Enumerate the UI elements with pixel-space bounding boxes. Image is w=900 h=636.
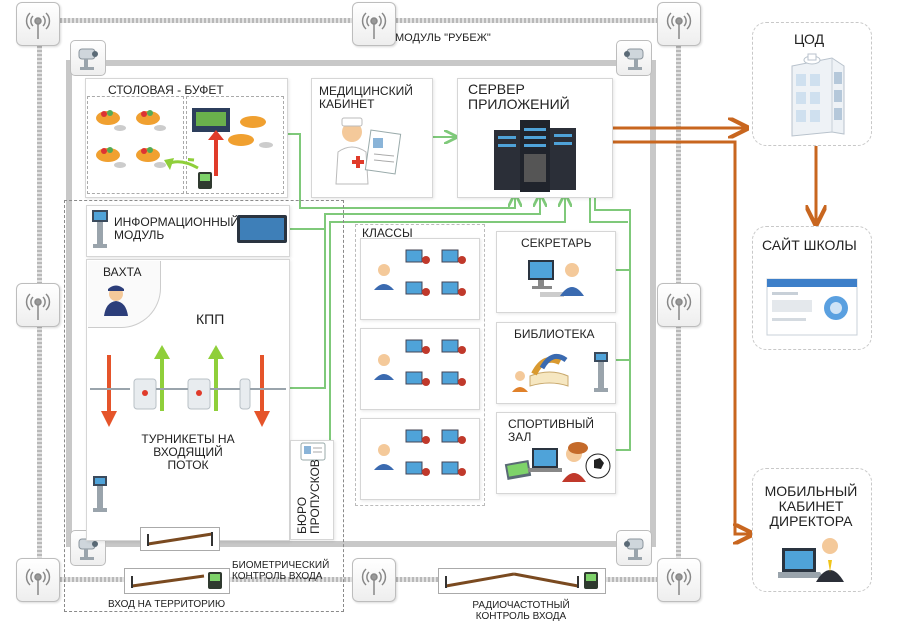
library-title: БИБЛИОТЕКА xyxy=(514,327,595,341)
radio-antenna-icon xyxy=(16,2,60,46)
turnstiles-title: ТУРНИКЕТЫ НА ВХОДЯЩИЙ ПОТОК xyxy=(141,432,235,472)
gym-icon xyxy=(504,442,611,482)
canteen-payment-terminal-icon xyxy=(164,158,212,189)
info-display-icon xyxy=(237,215,287,243)
school-website-icon xyxy=(766,278,858,336)
rfid-reader-icon xyxy=(445,572,598,589)
rfid-title: РАДИОЧАСТОТНЫЙ КОНТРОЛЬ ВХОДА xyxy=(472,600,570,622)
radio-antenna-icon xyxy=(352,2,396,46)
biometric-title: БИОМЕТРИЧЕСКИЙ КОНТРОЛЬ ВХОДА xyxy=(232,560,330,582)
canteen-dining-area xyxy=(87,96,184,194)
radio-antenna-icon xyxy=(16,558,60,602)
watch-title: ВАХТА xyxy=(103,265,142,279)
classes-title: КЛАССЫ xyxy=(362,226,413,240)
gym-title: СПОРТИВНЫЙ ЗАЛ xyxy=(508,417,594,444)
turnstile-icon xyxy=(90,345,286,427)
buffet-counter-icon xyxy=(188,108,273,176)
info-module-title: ИНФОРМАЦИОННЫЙ МОДУЛЬ xyxy=(114,215,240,242)
radio-antenna-icon xyxy=(657,558,701,602)
entrance-title: ВХОД НА ТЕРРИТОРИЮ xyxy=(108,599,226,610)
info-kiosk-icon xyxy=(92,210,108,248)
checkpoint-perimeter xyxy=(64,200,344,612)
director-title: МОБИЛЬНЫЙ КАБИНЕТ ДИРЕКТОРА xyxy=(764,483,858,529)
checkpoint-title: КПП xyxy=(196,311,225,327)
pass-bureau-title: БЮРО ПРОПУСКОВ xyxy=(295,459,322,534)
classroom-computers-icon xyxy=(374,339,466,386)
entrance-gate-barrier xyxy=(131,572,222,589)
classes-zone xyxy=(355,224,485,506)
radio-antenna-icon xyxy=(657,283,701,327)
server-title: СЕРВЕР ПРИЛОЖЕНИЙ xyxy=(468,81,570,112)
building-wall-left xyxy=(66,60,72,547)
terminal-kiosk-icon xyxy=(93,476,107,512)
medical-title: МЕДИЦИНСКИЙ КАБИНЕТ xyxy=(319,84,413,111)
server-rack-icon xyxy=(494,120,576,192)
classroom-computers-icon xyxy=(374,249,466,296)
building-wall-top xyxy=(66,60,656,66)
datacenter-title: ЦОД xyxy=(794,31,825,47)
camera-icon xyxy=(70,40,106,76)
building-wall-right xyxy=(650,60,656,547)
camera-icon xyxy=(616,530,652,566)
biometric-gate-barrier xyxy=(147,532,213,546)
secretary-zone xyxy=(496,231,616,313)
laptop-user-icon xyxy=(778,538,844,582)
school-site-title: САЙТ ШКОЛЫ xyxy=(762,237,857,253)
library-icon xyxy=(512,352,608,392)
canteen-title: СТОЛОВАЯ - БУФЕТ xyxy=(108,83,224,97)
radio-antenna-icon xyxy=(657,2,701,46)
server-zone xyxy=(457,78,613,198)
radio-antenna-icon xyxy=(352,558,396,602)
pass-card-icon xyxy=(300,442,326,461)
datacenter-building-icon xyxy=(791,53,845,137)
canteen-tables-icon xyxy=(96,110,166,168)
classroom-computers-icon xyxy=(374,429,466,476)
canteen-buffet-area xyxy=(186,96,284,194)
page-title: МОДУЛЬ "РУБЕЖ" xyxy=(395,32,491,44)
secretary-title: СЕКРЕТАРЬ xyxy=(521,236,592,250)
guard-icon xyxy=(104,285,128,316)
computer-user-icon xyxy=(528,260,584,297)
radio-antenna-icon xyxy=(16,283,60,327)
building-wall-bottom xyxy=(66,541,656,547)
nurse-icon xyxy=(335,117,402,185)
camera-icon xyxy=(616,40,652,76)
